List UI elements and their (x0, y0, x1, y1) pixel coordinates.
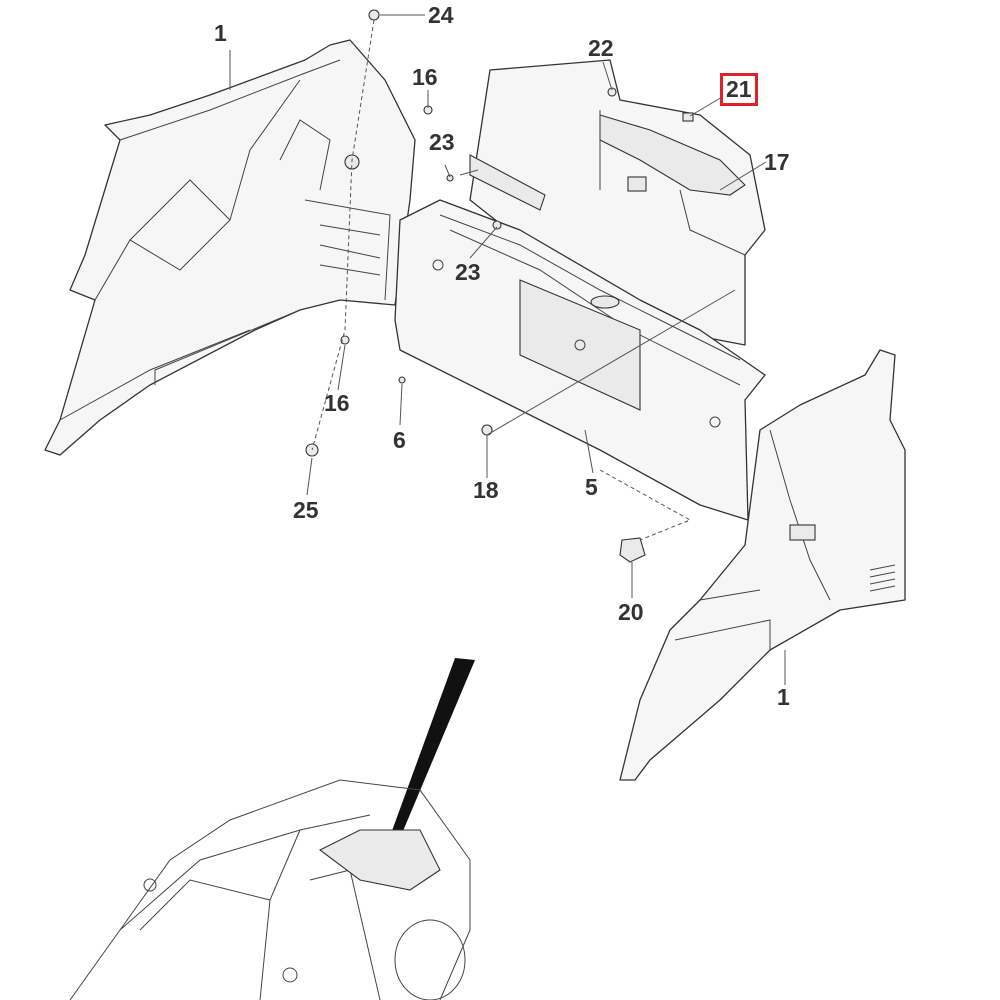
callout-18[interactable]: 18 (473, 477, 499, 503)
callout-16-upper[interactable]: 16 (412, 64, 438, 90)
callout-1-left-trim[interactable]: 1 (214, 20, 227, 46)
callout-17[interactable]: 17 (764, 149, 790, 175)
callout-1-right-trim[interactable]: 1 (777, 684, 790, 710)
left-quarter-trim (44, 39, 416, 456)
callout-21-highlighted[interactable]: 21 (720, 73, 758, 106)
callout-25[interactable]: 25 (293, 497, 319, 523)
callout-22[interactable]: 22 (588, 35, 614, 61)
vehicle-outline (69, 779, 471, 1000)
upper-back-panel (469, 59, 766, 346)
locator-pointer (385, 658, 475, 850)
callout-16-lower[interactable]: 16 (324, 390, 350, 416)
leader-lines (229, 14, 786, 685)
lower-sill-panel (394, 199, 766, 521)
right-quarter-trim (619, 349, 906, 781)
callout-20[interactable]: 20 (618, 599, 644, 625)
callout-24[interactable]: 24 (428, 2, 454, 28)
fasteners (305, 9, 694, 563)
callout-5[interactable]: 5 (585, 474, 598, 500)
callout-23-lower[interactable]: 23 (455, 259, 481, 285)
callout-6[interactable]: 6 (393, 427, 406, 453)
callout-23-upper[interactable]: 23 (429, 129, 455, 155)
